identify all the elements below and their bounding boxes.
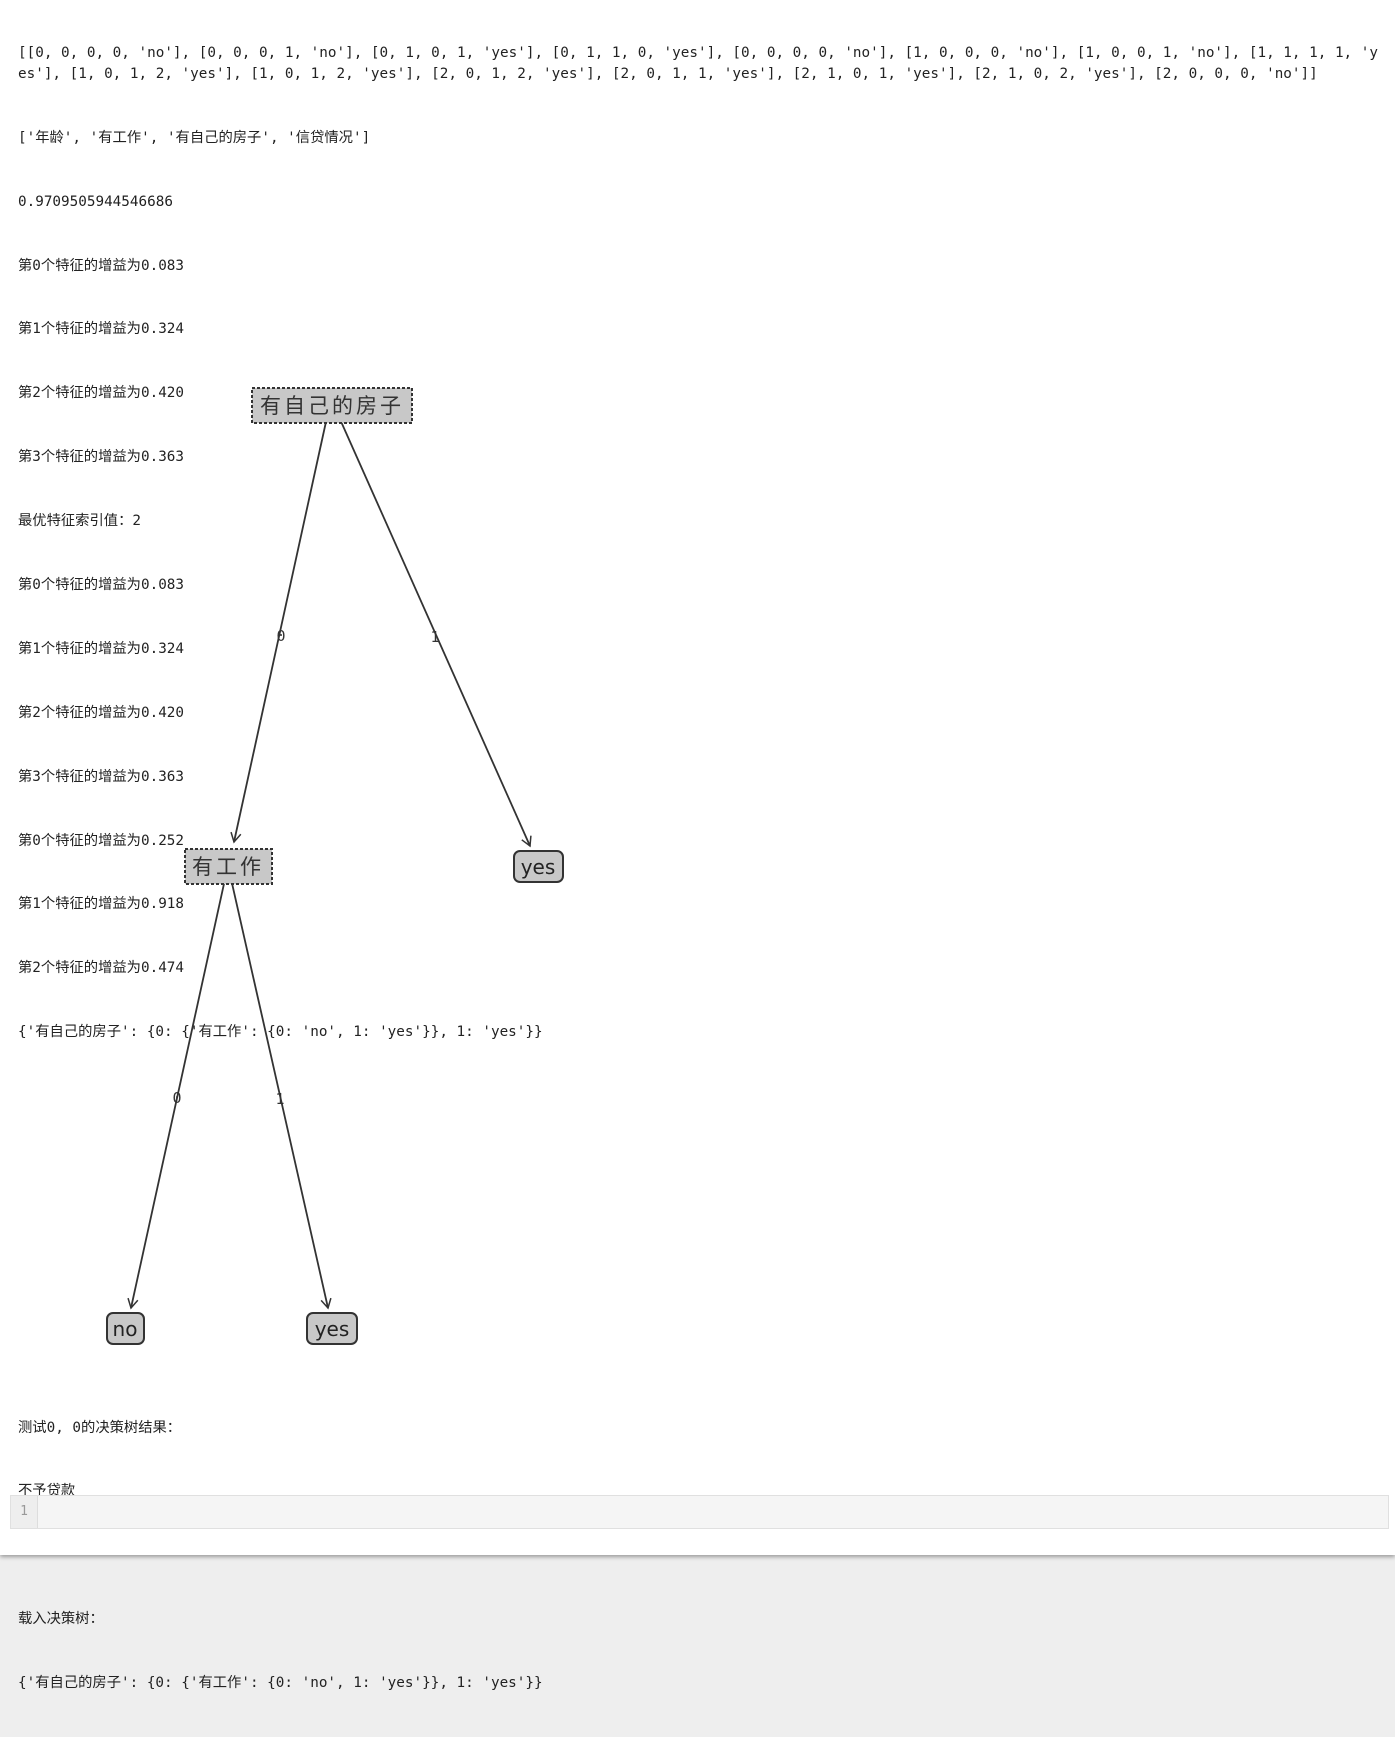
- line-number: 1: [11, 1496, 38, 1528]
- decision-node-mid: 有工作: [184, 848, 273, 885]
- node-label: 有自己的房子: [260, 394, 404, 418]
- output-line: 第3个特征的增益为0.363: [18, 768, 185, 785]
- output-area-top: [[0, 0, 0, 0, 'no'], [0, 0, 0, 1, 'no'],…: [18, 0, 1383, 1086]
- output-line: 0.9709505944546686: [18, 193, 173, 210]
- edge-label: 1: [275, 1090, 284, 1108]
- output-line: 第1个特征的增益为0.324: [18, 640, 185, 657]
- edge-label: 0: [172, 1089, 181, 1107]
- load-label: 载入决策树：: [18, 1611, 104, 1628]
- edge-mid-left: [127, 869, 228, 1310]
- output-line: 第0个特征的增益为0.083: [18, 577, 185, 594]
- edge-root-right: [334, 407, 532, 848]
- blank-line: [18, 1545, 1383, 1566]
- output-line: {'有自己的房子': {0: {'有工作': {0: 'no', 1: 'yes…: [18, 1024, 543, 1041]
- node-label: 有工作: [192, 855, 264, 879]
- notebook-page: [[0, 0, 0, 0, 'no'], [0, 0, 0, 1, 'no'],…: [0, 0, 1395, 1691]
- decision-tree-plot: 0 1 0 1 有自己的房子 有工作 yes no yes: [106, 387, 564, 1345]
- code-cell-input[interactable]: 1: [10, 1495, 1389, 1529]
- leaf-label: yes: [521, 855, 556, 879]
- loaded-tree: {'有自己的房子': {0: {'有工作': {0: 'no', 1: 'yes…: [18, 1675, 543, 1692]
- output-line: 第3个特征的增益为0.363: [18, 449, 185, 466]
- decision-node-root: 有自己的房子: [251, 387, 413, 424]
- output-line: 最优特征索引值：2: [18, 513, 141, 530]
- output-line: 第1个特征的增益为0.324: [18, 321, 185, 338]
- edge-label: 0: [276, 627, 285, 645]
- leaf-node-no: no: [106, 1312, 145, 1345]
- leaf-label: yes: [315, 1317, 350, 1341]
- leaf-label: no: [113, 1317, 138, 1341]
- output-area-bottom: 测试0, 0的决策树结果： 不予贷款 载入决策树： {'有自己的房子': {0:…: [18, 1375, 1383, 1737]
- leaf-node-yes: yes: [306, 1312, 358, 1345]
- output-line: 第0个特征的增益为0.252: [18, 832, 185, 849]
- edge-label: 1: [430, 628, 439, 646]
- output-line: 第2个特征的增益为0.420: [18, 704, 185, 721]
- output-line: 第1个特征的增益为0.918: [18, 896, 185, 913]
- output-line: [[0, 0, 0, 0, 'no'], [0, 0, 0, 1, 'no'],…: [18, 44, 1378, 82]
- output-line: 第0个特征的增益为0.083: [18, 257, 185, 274]
- output-line: ['年龄', '有工作', '有自己的房子', '信贷情况']: [18, 129, 371, 146]
- output-line: 第2个特征的增益为0.420: [18, 385, 185, 402]
- output-line: 第2个特征的增益为0.474: [18, 960, 185, 977]
- test-label: 测试0, 0的决策树结果：: [18, 1419, 182, 1436]
- edge-mid-right: [228, 869, 332, 1310]
- edge-root-left: [230, 407, 330, 844]
- leaf-node-right: yes: [513, 850, 564, 883]
